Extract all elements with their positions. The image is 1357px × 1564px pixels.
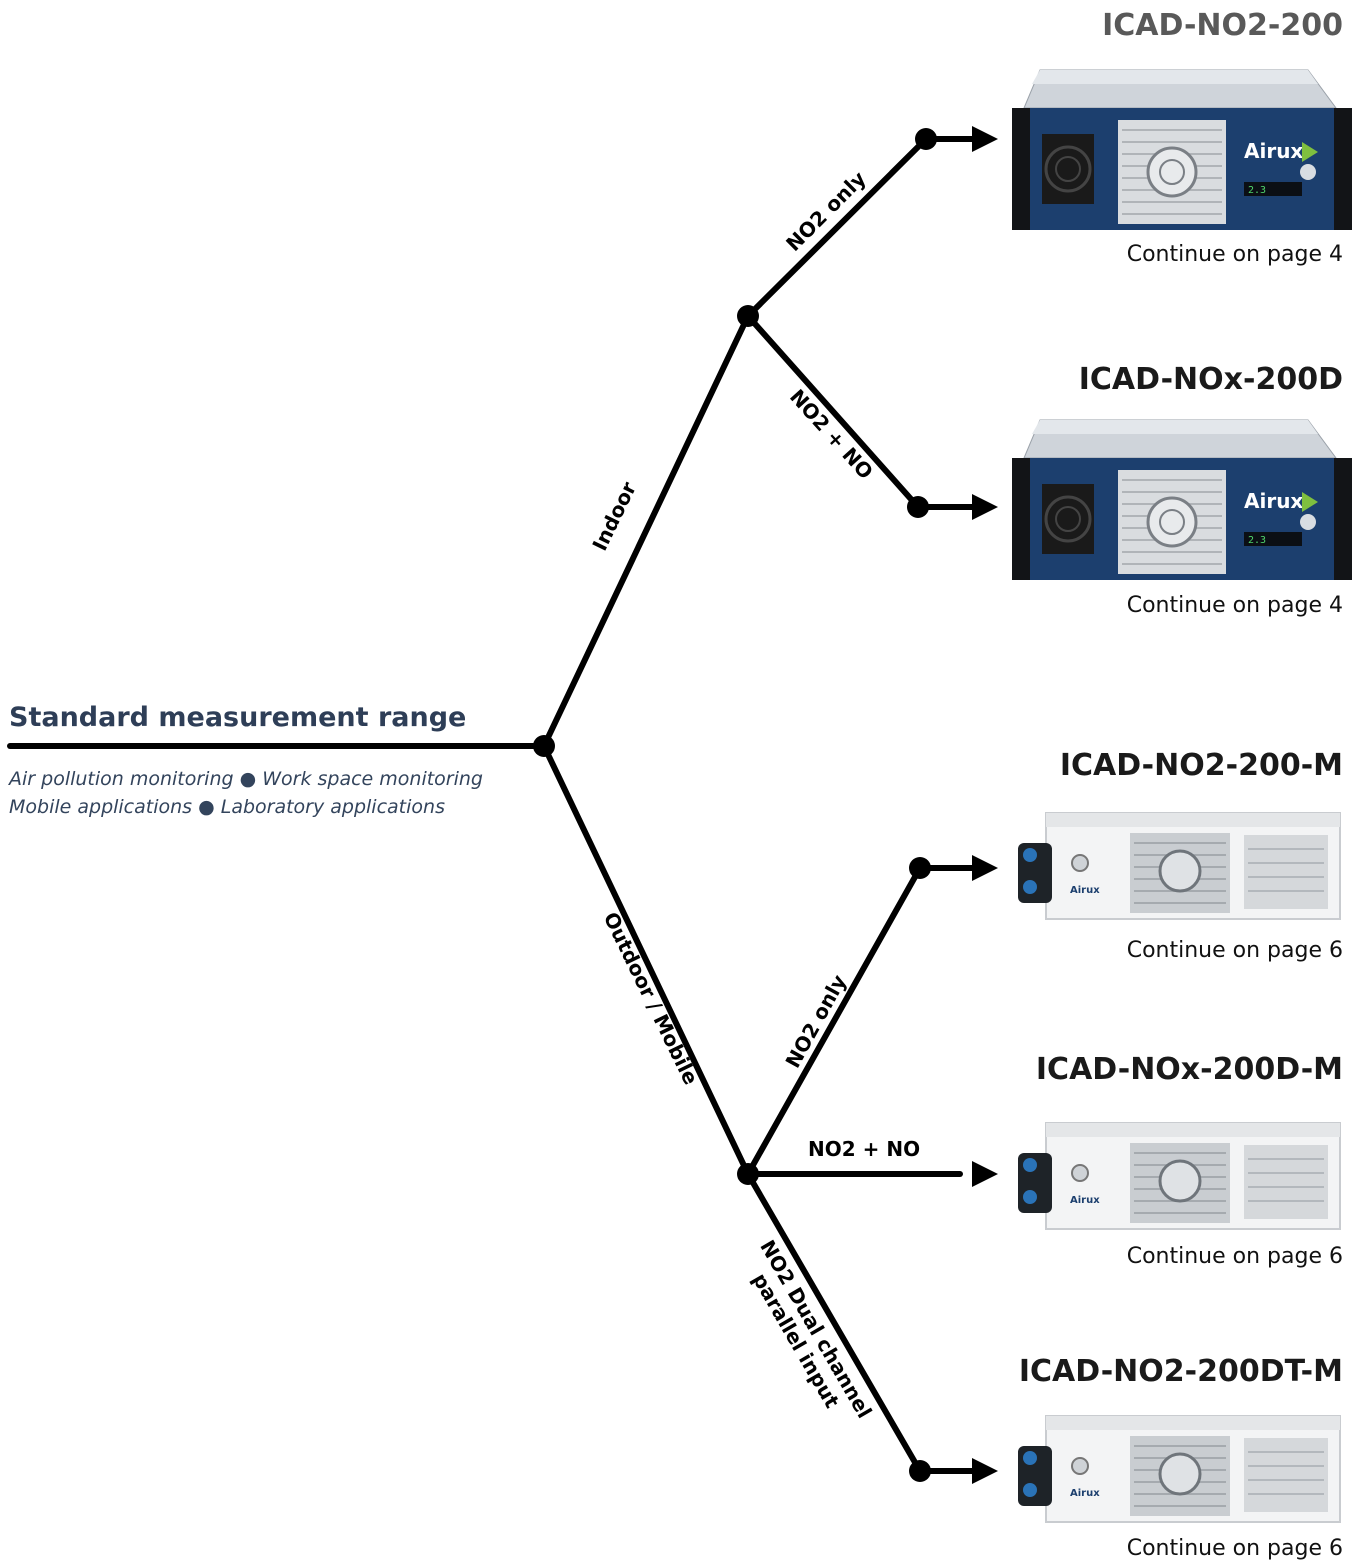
svg-text:Airux: Airux (1070, 885, 1100, 896)
arrowhead-5 (972, 1458, 998, 1484)
product-title-5: ICAD-NO2-200DT-M (1018, 1354, 1343, 1389)
end-node-2 (907, 496, 929, 518)
continue-link-1[interactable]: Continue on page 4 (1126, 242, 1343, 267)
arrowhead-1 (972, 126, 998, 152)
svg-text:Airux: Airux (1070, 1488, 1100, 1499)
mobile-unit-image-4: Airux (1018, 1122, 1341, 1230)
outdoor-node (737, 1163, 759, 1185)
indoor-no2-only-branch (745, 136, 929, 319)
root-subtitle-line-2: Mobile applications ● Laboratory applica… (9, 796, 445, 818)
rack-unit-image-1: Airux 2.3 (1012, 69, 1352, 230)
root-subtitle-line-1: Air pollution monitoring ● Work space mo… (9, 768, 483, 790)
continue-link-4[interactable]: Continue on page 6 (1126, 1244, 1343, 1269)
svg-text:Airux: Airux (1070, 1195, 1100, 1206)
mobile-unit-image-5: Airux (1018, 1415, 1341, 1523)
product-title-2: ICAD-NOx-200D (1078, 362, 1343, 397)
indoor-node (737, 305, 759, 327)
outdoor-no2-only-branch (745, 865, 923, 1177)
product-title-3: ICAD-NO2-200-M (1059, 748, 1343, 783)
branch-label-outdoor-no2-no: NO2 + NO (808, 1137, 921, 1161)
svg-text:2.3: 2.3 (1248, 535, 1266, 546)
root-node (533, 735, 555, 757)
arrowhead-4 (972, 1161, 998, 1187)
continue-link-5[interactable]: Continue on page 6 (1126, 1536, 1343, 1561)
mobile-unit-image-3: Airux (1018, 812, 1341, 920)
product-title-4: ICAD-NOx-200D-M (1035, 1052, 1343, 1087)
continue-link-2[interactable]: Continue on page 4 (1126, 593, 1343, 618)
indoor-no2-no-branch (745, 313, 921, 510)
end-node-5 (909, 1460, 931, 1482)
svg-text:Airux: Airux (1244, 489, 1303, 513)
arrowhead-3 (972, 855, 998, 881)
indoor-branch (541, 313, 751, 749)
outdoor-dual-branch (745, 1171, 923, 1474)
svg-text:2.3: 2.3 (1248, 185, 1266, 196)
root-title: Standard measurement range (9, 702, 467, 733)
end-node-3 (909, 857, 931, 879)
svg-text:Airux: Airux (1244, 139, 1303, 163)
continue-link-3[interactable]: Continue on page 6 (1126, 938, 1343, 963)
arrowhead-2 (972, 494, 998, 520)
product-title-1: ICAD-NO2-200 (1102, 8, 1343, 43)
rack-unit-image-2: Airux 2.3 (1012, 419, 1352, 580)
end-node-1 (915, 128, 937, 150)
outdoor-branch (541, 743, 751, 1177)
